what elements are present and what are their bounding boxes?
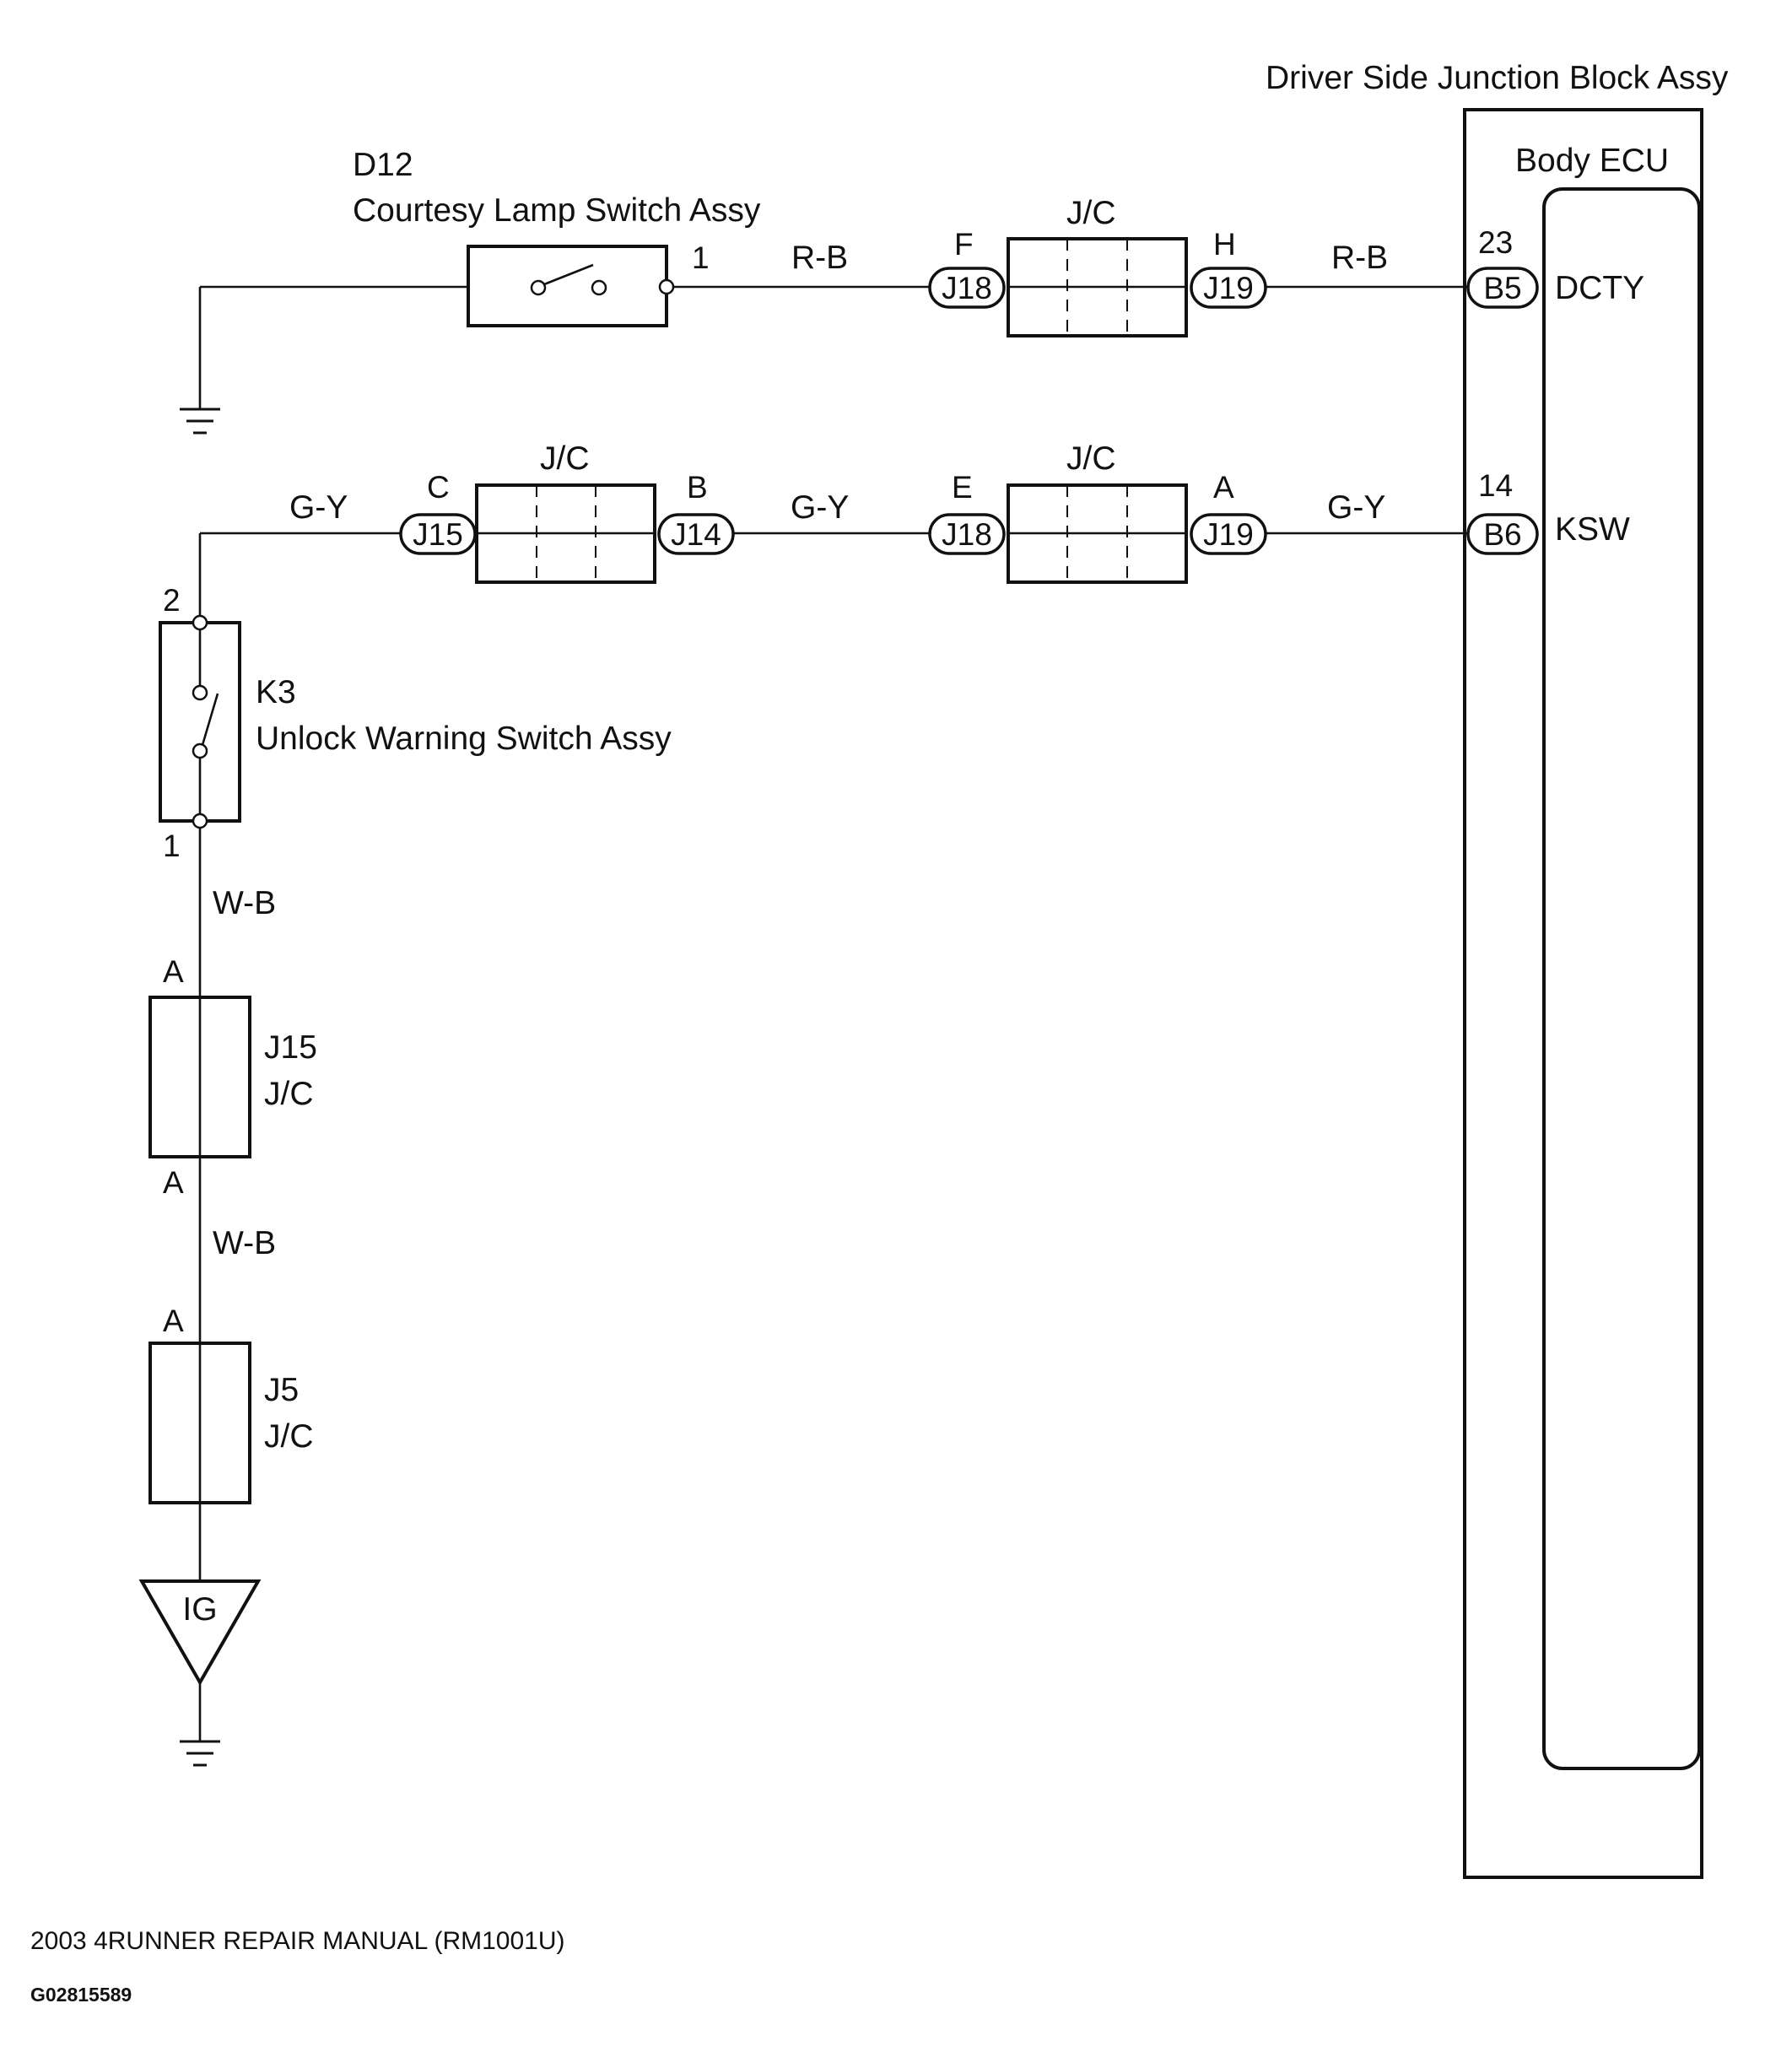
junction-connector-top (1007, 237, 1188, 337)
connector-mid-right-left: J18 (942, 517, 992, 552)
jc-j15 (148, 996, 251, 1158)
ig-ground-triangle (138, 1579, 262, 1687)
ig-label: IG (182, 1591, 217, 1628)
ecu-connector-oval-b5 (1466, 267, 1539, 309)
junction-mid-left-label: J/C (540, 440, 590, 477)
unlock-switch-code: K3 (256, 674, 296, 710)
junction-mid-right-label: J/C (1066, 440, 1116, 477)
junction-top-right-pin: H (1213, 227, 1236, 262)
jc-j15-pin-top: A (163, 954, 184, 989)
ecu-connector-oval-b6 (1466, 513, 1539, 555)
ground-symbol-bottom (180, 1682, 220, 1767)
courtesy-lamp-switch (467, 245, 675, 327)
jc-j15-type: J/C (264, 1076, 314, 1112)
unlock-warning-switch (159, 614, 241, 829)
wire-gy-3-label: G-Y (1327, 489, 1385, 526)
junction-mid-left-right-pin: B (687, 470, 708, 505)
wire-wb-2-label: W-B (213, 1225, 276, 1261)
courtesy-switch-pin: 1 (692, 240, 710, 275)
connector-top-right: J19 (1203, 271, 1254, 305)
body-ecu-outline (1542, 187, 1701, 1770)
junction-connector-mid-right (1007, 483, 1188, 584)
wire-gy-1-label: G-Y (289, 489, 348, 526)
footer-figure-id: G02815589 (30, 1984, 132, 2006)
junction-mid-right-left-pin: E (952, 470, 973, 505)
junction-block-title: Driver Side Junction Block Assy (1266, 60, 1729, 96)
connector-mid-right-right: J19 (1203, 517, 1254, 552)
wire-rb-left-label: R-B (791, 240, 848, 276)
jc-j5-code: J5 (264, 1372, 299, 1408)
ecu-connector-b5: B5 (1483, 271, 1521, 305)
wire-wb-1-label: W-B (213, 885, 276, 921)
ecu-terminal-dcty: DCTY (1555, 270, 1644, 306)
junction-mid-right-right-pin: A (1213, 470, 1234, 505)
jc-j5-type: J/C (264, 1418, 314, 1455)
connector-oval-mid-e (928, 513, 1006, 555)
connector-top-left: J18 (942, 271, 992, 305)
footer-manual: 2003 4RUNNER REPAIR MANUAL (RM1001U) (30, 1927, 565, 1955)
junction-top-label: J/C (1066, 195, 1116, 231)
ecu-terminal-ksw: KSW (1555, 511, 1630, 548)
connector-mid-left-left: J15 (413, 517, 463, 552)
unlock-switch-pin-top: 2 (163, 583, 181, 618)
jc-j5 (148, 1342, 251, 1504)
connector-oval-top-left (928, 267, 1006, 309)
wire-rb-right-label: R-B (1331, 240, 1388, 276)
courtesy-switch-code: D12 (353, 147, 413, 183)
junction-block-outline (1463, 108, 1703, 1879)
courtesy-switch-name: Courtesy Lamp Switch Assy (353, 192, 761, 229)
unlock-switch-pin-bottom: 1 (163, 829, 181, 863)
junction-top-left-pin: F (954, 227, 974, 262)
connector-mid-left-right: J14 (671, 517, 721, 552)
ecu-connector-b6: B6 (1483, 517, 1521, 552)
wire-gy-2-label: G-Y (791, 489, 849, 526)
body-ecu-title: Body ECU (1515, 143, 1669, 179)
ground-symbol-top (180, 285, 468, 435)
junction-mid-left-left-pin: C (427, 470, 450, 505)
unlock-switch-name: Unlock Warning Switch Assy (256, 721, 672, 757)
junction-connector-mid-left (475, 483, 656, 584)
ecu-pin-14: 14 (1478, 468, 1513, 503)
jc-j15-code: J15 (264, 1029, 317, 1066)
ecu-pin-23: 23 (1478, 225, 1513, 260)
jc-j5-pin-top: A (163, 1304, 184, 1338)
jc-j15-pin-bottom: A (163, 1165, 184, 1200)
